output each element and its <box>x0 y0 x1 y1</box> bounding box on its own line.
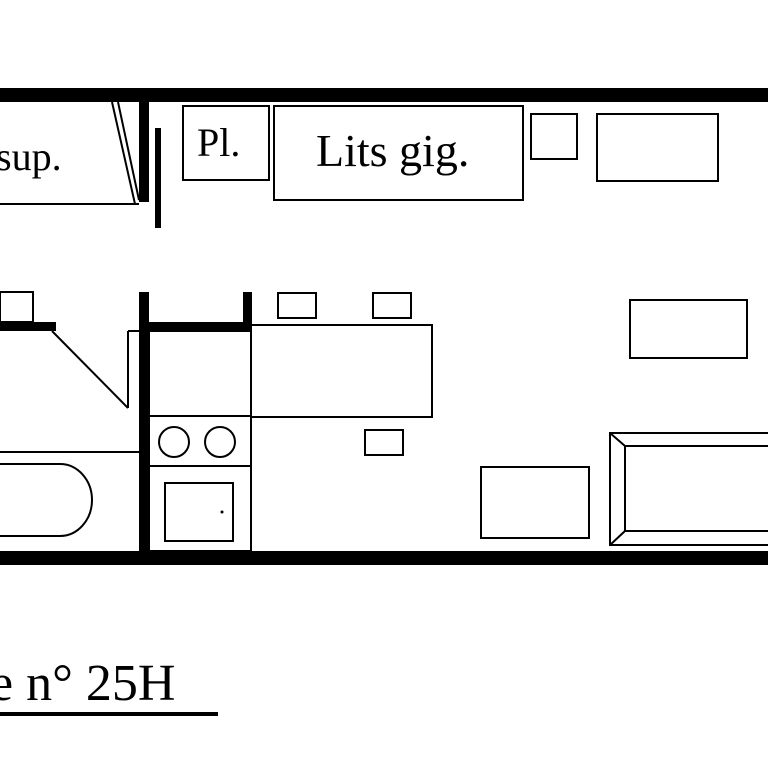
bunk-beds <box>273 105 524 201</box>
chair-top-left <box>277 292 317 319</box>
hob-burner-right <box>204 426 236 458</box>
chair-bottom <box>364 429 404 456</box>
night-table <box>530 113 578 160</box>
hob-burner-left <box>158 426 190 458</box>
plan-caption: e n° 25H <box>0 655 175 712</box>
wall-kitchen-post <box>243 292 252 331</box>
side-cabinet <box>629 299 748 359</box>
oven-knob <box>220 510 224 514</box>
outer-wall-top <box>0 88 768 102</box>
bed-sup-label: sup. <box>0 134 62 179</box>
wall-bathroom-top <box>0 322 56 331</box>
bathroom-shelf <box>0 291 34 323</box>
caption-underline <box>0 712 218 716</box>
placard <box>182 105 270 181</box>
door-stop <box>155 128 161 228</box>
dining-table <box>250 324 433 418</box>
placard-label: Pl. <box>197 120 240 165</box>
bathroom-door <box>51 330 139 409</box>
wall-bedroom-divider <box>139 102 149 202</box>
bed-sup-area <box>0 101 140 205</box>
top-right-cabinet <box>596 113 719 182</box>
bathtub <box>0 463 93 537</box>
coffee-table <box>480 466 590 539</box>
sofa-bed-corner <box>609 432 626 447</box>
wall-kitchen-top <box>139 322 252 331</box>
sofa-bed-corner-2 <box>609 530 626 546</box>
chair-top-right <box>372 292 412 319</box>
wall-bathroom-right <box>139 292 149 552</box>
sofa-bed-outer <box>609 432 768 546</box>
outer-wall-bottom <box>0 551 768 565</box>
bunk-beds-label: Lits gig. <box>316 125 469 176</box>
sofa-bed-inner <box>624 445 768 532</box>
